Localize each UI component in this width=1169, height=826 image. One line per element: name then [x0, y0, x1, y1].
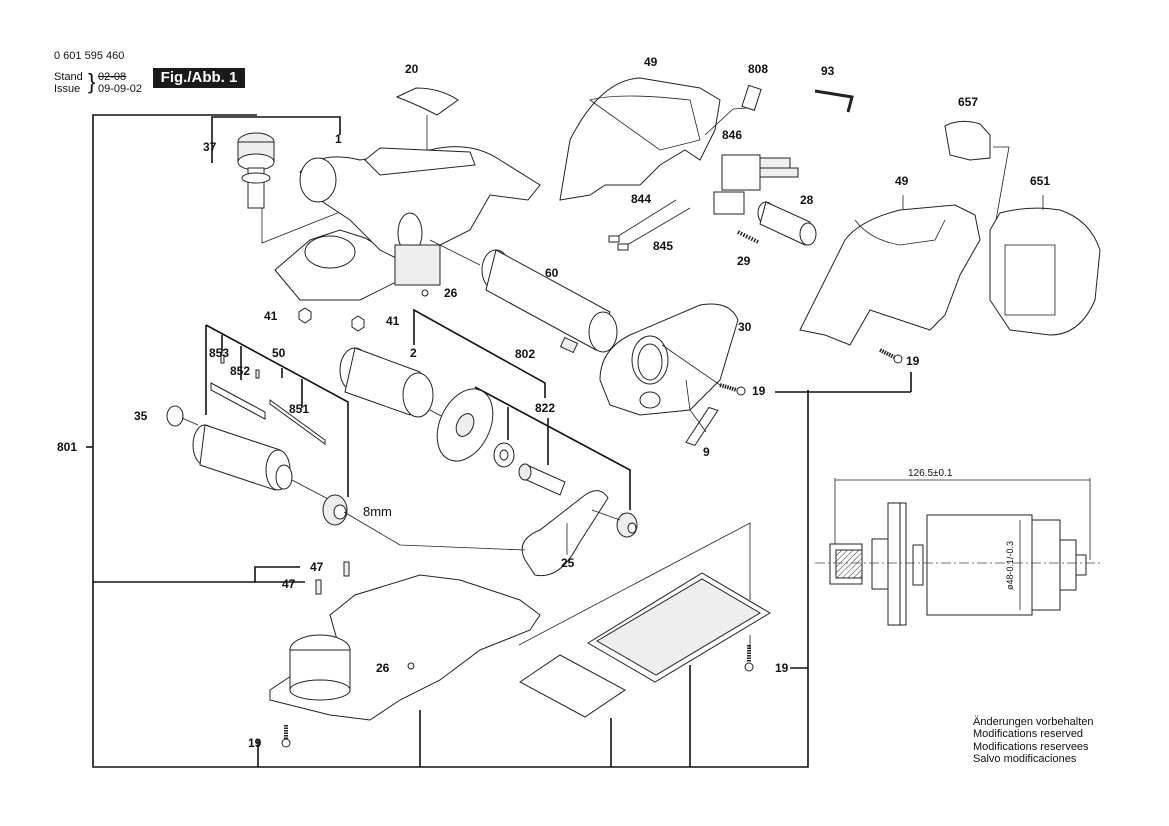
callout-60: 60	[545, 266, 559, 280]
part-28	[757, 201, 817, 246]
part-657	[944, 120, 991, 161]
stand-label: Stand	[54, 71, 83, 83]
part-front-plate	[519, 654, 626, 718]
callout-651: 651	[1030, 174, 1051, 188]
part-1-housing	[274, 146, 541, 301]
part-30-cover	[599, 303, 739, 416]
callout-822: 822	[535, 401, 556, 415]
part-2-motor	[339, 347, 434, 418]
part-49-handle	[799, 204, 981, 346]
screw-47b	[315, 579, 322, 595]
callout-851: 851	[289, 402, 310, 416]
callout-2: 2	[410, 346, 417, 360]
callout-25: 25	[561, 556, 575, 570]
note-fr: Modifications reservees	[973, 740, 1089, 753]
part-853-screw	[220, 354, 225, 364]
oring-26b	[407, 662, 415, 670]
part-20	[395, 87, 459, 116]
note-en: Modifications reserved	[973, 728, 1084, 741]
callout-19c: 19	[248, 736, 262, 750]
callout-801: 801	[57, 440, 78, 454]
modifications-note: Änderungen vorbehalten Modifications res…	[973, 716, 1093, 765]
nut-41b	[351, 315, 365, 332]
part-37-knob	[237, 132, 275, 209]
part-sole-plate	[587, 572, 771, 683]
dimension-length: 126.5±0.1	[908, 468, 953, 479]
part-25-belt	[521, 490, 609, 577]
screw-47a	[343, 561, 350, 577]
callout-846: 846	[722, 128, 743, 142]
part-number: 0 601 595 460	[54, 50, 125, 62]
callout-657: 657	[958, 95, 979, 109]
part-35	[166, 405, 184, 427]
old-date: 02-08	[98, 71, 127, 83]
callout-8mm: 8mm	[363, 504, 392, 519]
callout-853: 853	[209, 346, 230, 360]
callout-20: 20	[405, 62, 419, 76]
figure-label: Fig./Abb. 1	[153, 68, 245, 88]
callout-802: 802	[515, 347, 536, 361]
callout-808: 808	[748, 62, 769, 76]
callout-844: 844	[631, 192, 652, 206]
callout-845: 845	[653, 239, 674, 253]
callout-41b: 41	[386, 314, 400, 328]
part-base-housing	[269, 574, 541, 721]
brace: }	[88, 69, 96, 94]
oring-26a	[421, 289, 429, 297]
issue-date: 09-09-02	[98, 83, 143, 95]
note-es: Salvo modificaciones	[973, 752, 1077, 765]
part-drum	[192, 424, 331, 501]
part-49-upper	[559, 77, 721, 201]
callout-49b: 49	[895, 174, 909, 188]
nut-41a	[298, 307, 312, 324]
part-651-battery	[989, 207, 1101, 336]
callout-49a: 49	[644, 55, 658, 69]
part-851-blade	[269, 399, 326, 445]
dimension-diameter: ø48-0.1/-0.3	[1005, 540, 1015, 590]
callout-19b: 19	[752, 384, 766, 398]
part-93-hex-key	[814, 89, 854, 113]
screw-19b	[719, 383, 738, 392]
part-846-switch	[713, 154, 799, 215]
callout-1: 1	[335, 132, 342, 146]
part-852-blade	[210, 382, 266, 420]
callout-37: 37	[203, 140, 217, 154]
callout-41a: 41	[264, 309, 278, 323]
callout-47a: 47	[310, 560, 324, 574]
callout-9: 9	[703, 445, 710, 459]
screw-19a	[879, 348, 895, 359]
bracket-801	[92, 114, 809, 768]
callout-26a: 26	[444, 286, 458, 300]
part-808	[741, 84, 762, 111]
callout-35: 35	[134, 409, 148, 423]
callout-47b: 47	[282, 577, 296, 591]
issue-label: Issue	[54, 83, 81, 95]
callout-93: 93	[821, 64, 835, 78]
callout-30: 30	[738, 320, 752, 334]
armature-drawing	[815, 478, 1100, 626]
callout-852: 852	[230, 364, 251, 378]
callout-29: 29	[737, 254, 751, 268]
part-60-tube	[481, 249, 618, 354]
callout-50: 50	[272, 346, 286, 360]
callout-26b: 26	[376, 661, 390, 675]
callout-28: 28	[800, 193, 814, 207]
callout-19d: 19	[775, 661, 789, 675]
note-de: Änderungen vorbehalten	[973, 716, 1094, 728]
callout-19a: 19	[906, 354, 920, 368]
part-29-spring	[737, 230, 759, 244]
